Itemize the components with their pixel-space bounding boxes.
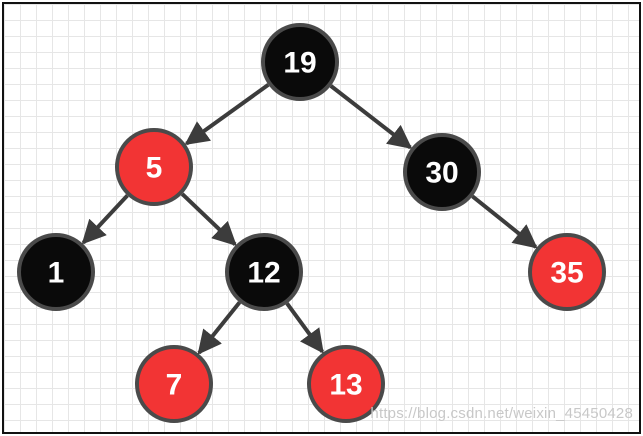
tree-node-35: 35: [528, 233, 606, 311]
edge-n19-n5: [184, 83, 270, 146]
tree-node-12: 12: [225, 233, 303, 311]
edge-n5-n1: [81, 194, 129, 245]
node-label-19: 19: [283, 47, 316, 80]
node-circle-13: [307, 345, 385, 423]
node-circle-5: [115, 128, 193, 206]
tree-node-30: 30: [403, 133, 481, 211]
edges: [81, 83, 538, 355]
node-label-13: 13: [329, 369, 362, 402]
node-circle-12: [225, 233, 303, 311]
edge-n5-n12: [180, 192, 237, 247]
edge-n19-n30: [329, 84, 413, 150]
tree-node-19: 19: [261, 23, 339, 101]
edge-n12-n7: [197, 301, 242, 355]
node-label-30: 30: [425, 157, 458, 190]
node-label-35: 35: [550, 257, 583, 290]
tree-node-7: 7: [135, 345, 213, 423]
node-label-1: 1: [48, 257, 65, 290]
watermark-text: https://blog.csdn.net/weixin_45450428: [370, 405, 633, 422]
edge-n12-n13: [285, 302, 324, 354]
node-circle-19: [261, 23, 339, 101]
node-circle-30: [403, 133, 481, 211]
tree-node-13: 13: [307, 345, 385, 423]
nodes: 19 5 30 1 12 35 7 13: [17, 23, 606, 423]
edge-n30-n35: [471, 194, 538, 249]
red-black-tree-diagram: 19 5 30 1 12 35 7 13: [17, 23, 606, 423]
tree-node-1: 1: [17, 233, 95, 311]
node-label-12: 12: [247, 257, 280, 290]
tree-node-5: 5: [115, 128, 193, 206]
node-label-5: 5: [146, 152, 163, 185]
node-circle-1: [17, 233, 95, 311]
node-circle-7: [135, 345, 213, 423]
node-circle-35: [528, 233, 606, 311]
node-label-7: 7: [166, 369, 183, 402]
